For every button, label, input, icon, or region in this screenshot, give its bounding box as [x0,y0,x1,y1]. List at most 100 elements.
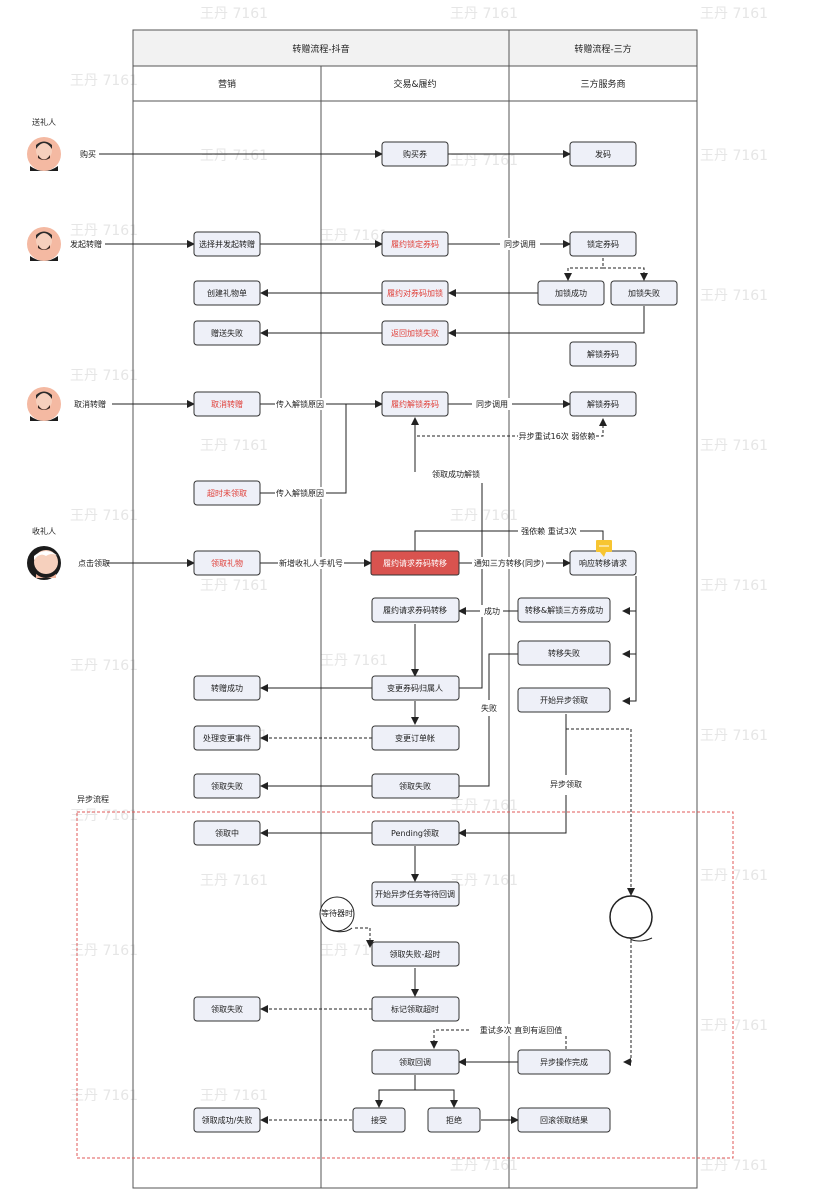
svg-text:加锁失败: 加锁失败 [628,288,660,298]
node-return-lock-fail[interactable]: 返回加锁失败 [381,320,449,346]
node-pending-claim[interactable]: Pending领取 [371,820,460,846]
node-start-async-task[interactable]: 开始异步任务等待回调 [371,881,460,907]
svg-text:选择并发起转赠: 选择并发起转赠 [199,239,255,249]
node-gift-fail[interactable]: 赠送失败 [193,320,261,346]
receiver-label: 收礼人 [32,526,56,536]
label-claim-success-unlock: 领取成功解锁 [432,469,480,479]
node-callback-result[interactable]: 回滚领取结果 [517,1107,611,1133]
svg-text:王丹 7161: 王丹 7161 [700,1018,768,1034]
svg-text:转移失败: 转移失败 [548,648,580,658]
svg-text:变更券码归属人: 变更券码归属人 [387,683,443,693]
edge-labels: 同步调用 传入解锁原因 同步调用 异步重试16次 弱依赖 传入解锁原因 领取成功… [275,238,596,1036]
node-buy-voucher[interactable]: 购买券 [381,141,449,167]
svg-text:王丹 7161: 王丹 7161 [200,6,268,22]
node-reject[interactable]: 拒绝 [427,1107,481,1133]
label-async-retry: 异步重试16次 弱依赖 [519,431,596,441]
svg-text:履约解锁券码: 履约解锁券码 [391,399,439,409]
async-region [76,811,734,1159]
svg-text:赠送失败: 赠送失败 [211,328,243,338]
lane-marketing: 营销 [218,78,236,90]
node-claim-fail-a[interactable]: 领取失败 [193,773,261,799]
svg-text:领取失败-超时: 领取失败-超时 [390,949,441,959]
svg-text:王丹 7161: 王丹 7161 [70,658,138,674]
node-claim-fail-c[interactable]: 领取失败 [193,996,261,1022]
node-handle-change[interactable]: 处理变更事件 [193,725,261,751]
sender-avatar-3 [27,387,61,421]
svg-text:转移&解锁三方券成功: 转移&解锁三方券成功 [525,605,603,615]
node-lock-code[interactable]: 锁定券码 [569,231,637,257]
node-lock-fail[interactable]: 加锁失败 [610,280,678,306]
cancel-label: 取消转赠 [74,399,106,409]
label-strong-retry: 强依赖 重试3次 [521,526,577,536]
svg-text:王丹 7161: 王丹 7161 [450,6,518,22]
node-issue-code[interactable]: 发码 [569,141,637,167]
svg-text:领取回调: 领取回调 [399,1057,431,1067]
node-change-owner[interactable]: 变更券码归属人 [371,675,460,701]
node-cancel-transfer[interactable]: 取消转赠 [193,391,261,417]
sender-label: 送礼人 [32,117,56,127]
svg-text:领取失败: 领取失败 [211,1004,243,1014]
node-claim-result[interactable]: 领取成功/失败 [193,1107,261,1133]
node-receive-gift[interactable]: 领取礼物 [193,550,261,576]
node-transfer-success[interactable]: 转赠成功 [193,675,261,701]
label-sync-call-a: 同步调用 [504,240,536,249]
svg-text:加锁成功: 加锁成功 [555,288,587,298]
node-fulfill-request[interactable]: 履约请求券码转移 [371,597,460,623]
svg-text:王丹 7161: 王丹 7161 [200,148,268,164]
lane-provider: 三方服务商 [580,78,625,90]
svg-text:王丹 7161: 王丹 7161 [70,1088,138,1104]
svg-text:等待器时: 等待器时 [321,908,353,918]
node-timer[interactable]: 等待器时 [319,896,355,933]
node-start-async[interactable]: 开始异步领取 [517,687,611,713]
node-lock-success[interactable]: 加锁成功 [537,280,605,306]
node-async-done[interactable]: 异步操作完成 [517,1049,611,1075]
node-fulfill-lock[interactable]: 履约对券码加锁 [381,280,449,306]
svg-text:开始异步领取: 开始异步领取 [540,695,588,705]
header-thirdparty: 转赠流程-三方 [574,43,631,55]
svg-text:返回加锁失败: 返回加锁失败 [391,328,439,338]
svg-text:王丹 7161: 王丹 7161 [700,728,768,744]
svg-text:履约请求券码转移: 履约请求券码转移 [383,605,447,615]
claim-label: 点击领取 [78,558,110,568]
svg-text:王丹 7161: 王丹 7161 [700,578,768,594]
svg-text:领取中: 领取中 [215,828,239,838]
node-unlock-code-a[interactable]: 解锁券码 [569,341,637,367]
node-create-gift[interactable]: 创建礼物单 [193,280,261,306]
node-transfer-fail[interactable]: 转移失败 [517,640,611,666]
svg-text:取消转赠: 取消转赠 [211,399,243,409]
svg-text:王丹 7161: 王丹 7161 [200,578,268,594]
svg-text:王丹 7161: 王丹 7161 [200,438,268,454]
label-async-claim: 异步领取 [550,779,582,789]
node-change-order[interactable]: 变更订单帐 [371,725,460,751]
node-timeout-unclaimed[interactable]: 超时未领取 [193,480,261,506]
node-select-transfer[interactable]: 选择并发起转赠 [193,231,261,257]
buy-label: 购买 [80,149,96,159]
svg-text:领取失败: 领取失败 [399,781,431,791]
svg-text:王丹 7161: 王丹 7161 [450,153,518,169]
svg-text:王丹 7161: 王丹 7161 [70,943,138,959]
svg-text:王丹 7161: 王丹 7161 [320,228,388,244]
node-fulfill-unlock[interactable]: 履约解锁券码 [381,391,449,417]
node-claim-fail-b[interactable]: 领取失败 [371,773,460,799]
svg-text:王丹 7161: 王丹 7161 [450,873,518,889]
async-flow-label: 异步流程 [77,794,109,804]
initiate-label: 发起转赠 [70,239,102,249]
node-fulfill-request-red[interactable]: 履约请求券码转移 [370,550,460,576]
svg-text:领取成功/失败: 领取成功/失败 [202,1115,253,1125]
node-lock-voucher[interactable]: 履约锁定券码 [381,231,449,257]
label-pass-reason-b: 传入解锁原因 [276,488,324,498]
sender-avatar-2 [27,227,61,261]
svg-text:响应转移请求: 响应转移请求 [579,558,627,568]
svg-text:接受: 接受 [371,1115,387,1125]
node-transfer-unlock-ok[interactable]: 转移&解锁三方券成功 [517,597,611,623]
node-claim-callback[interactable]: 领取回调 [371,1049,460,1075]
svg-text:王丹 7161: 王丹 7161 [700,868,768,884]
svg-text:Pending领取: Pending领取 [391,828,439,838]
node-end-circle[interactable] [609,895,653,939]
node-accept[interactable]: 接受 [352,1107,406,1133]
node-unlock-code-b[interactable]: 解锁券码 [569,391,637,417]
node-claiming[interactable]: 领取中 [193,820,261,846]
node-mark-timeout[interactable]: 标记领取超时 [371,996,460,1022]
node-claim-fail-timeout[interactable]: 领取失败-超时 [371,941,460,967]
